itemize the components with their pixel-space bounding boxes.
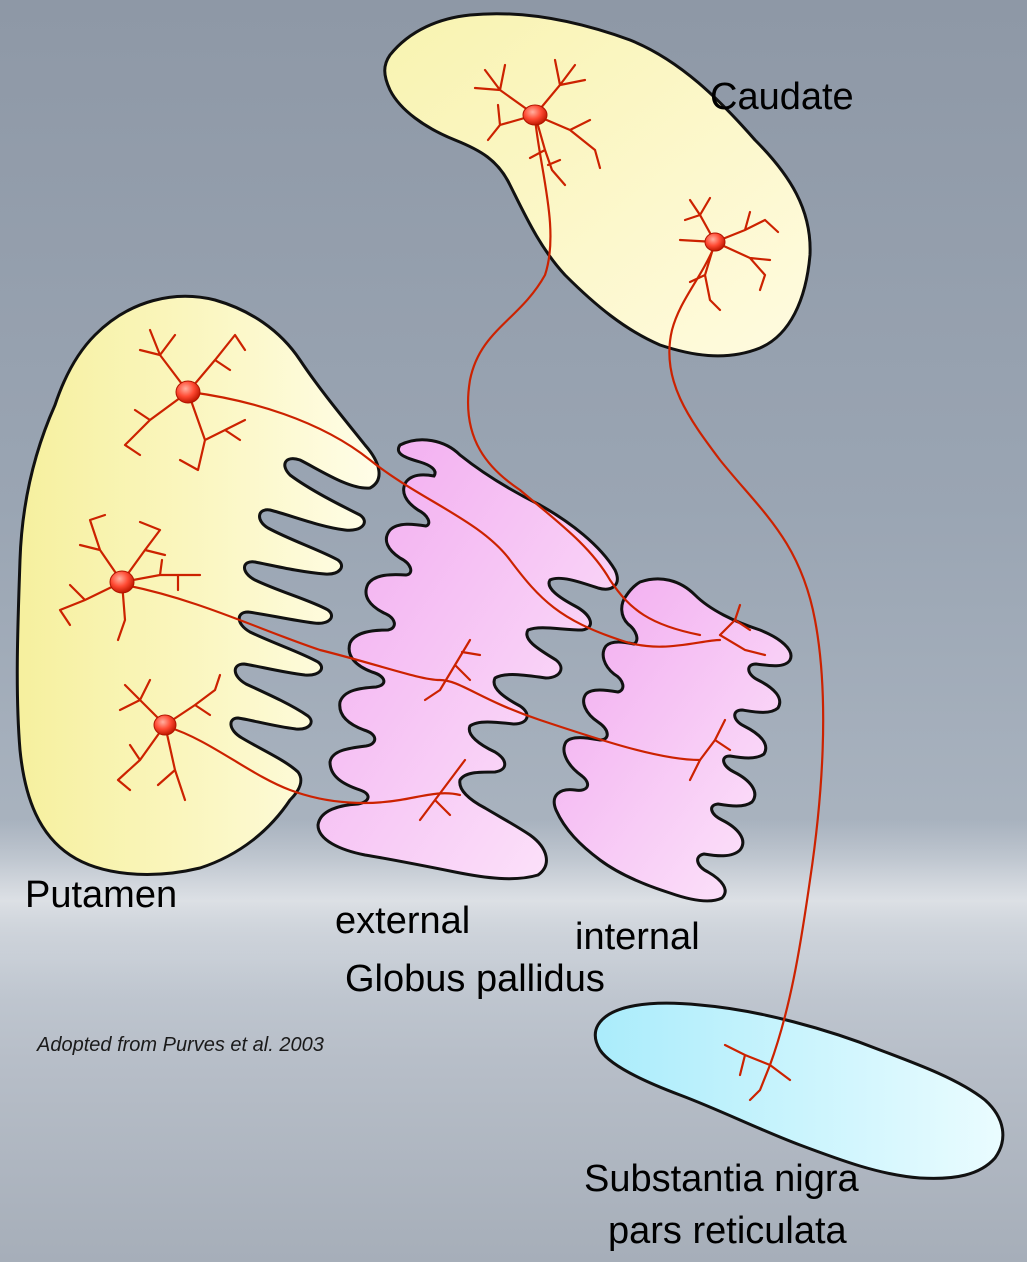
putamen-neuron-2: [110, 571, 134, 593]
external-label: external: [335, 902, 470, 940]
putamen-label: Putamen: [25, 876, 177, 914]
substantia-nigra-label-line2: pars reticulata: [608, 1212, 847, 1250]
caudate-region: [385, 14, 810, 356]
internal-label: internal: [575, 918, 700, 956]
putamen-neuron-1: [176, 381, 200, 403]
caudate-neuron-2: [705, 233, 725, 251]
substantia-nigra-label-line1: Substantia nigra: [584, 1160, 859, 1198]
substantia-nigra-region: [595, 1003, 1003, 1178]
citation-text: Adopted from Purves et al. 2003: [37, 1035, 324, 1055]
globus-pallidus-label: Globus pallidus: [345, 960, 605, 998]
caudate-neuron-1: [523, 105, 547, 125]
putamen-neuron-3: [154, 715, 176, 735]
caudate-label: Caudate: [710, 78, 854, 116]
